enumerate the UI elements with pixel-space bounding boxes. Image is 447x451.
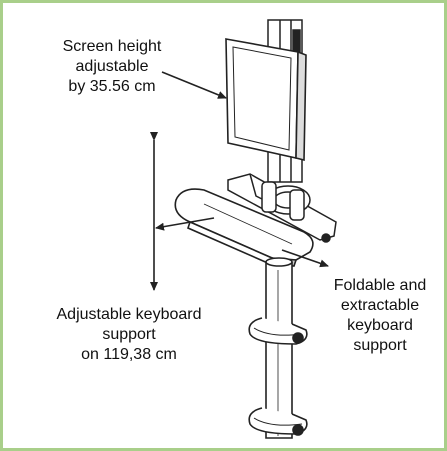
- foldable-arrow: [281, 249, 329, 268]
- screen-height-line-3: by 35.56 cm: [68, 78, 156, 95]
- foldable-line-2: extractable: [340, 297, 420, 314]
- foldable-line-3: keyboard: [347, 317, 413, 334]
- foldable-line-4: support: [353, 337, 407, 354]
- keyboard-support-line-2: support: [102, 326, 156, 343]
- screen-height-label: Screen height adjustable by 35.56 cm: [42, 37, 182, 97]
- keyboard-mount: [227, 173, 337, 243]
- foldable-support-label: Foldable and extractable keyboard suppor…: [318, 276, 442, 356]
- keyboard-support-line-1: Adjustable keyboard: [56, 306, 202, 323]
- screen-height-arrow: [161, 71, 227, 99]
- keyboard-support-line-3: on 119,38 cm: [81, 346, 177, 363]
- foldable-line-1: Foldable and: [333, 277, 427, 294]
- keyboard-support-label: Adjustable keyboard support on 119,38 cm: [14, 305, 244, 365]
- monitor: [225, 38, 307, 162]
- pole-clamp-lower: [248, 407, 308, 436]
- screen-height-line-2: adjustable: [75, 58, 149, 75]
- pole-clamp-upper: [248, 317, 308, 345]
- screen-height-line-1: Screen height: [62, 38, 162, 55]
- mast-lower: [265, 257, 293, 439]
- keyboard-tray-arrow: [155, 217, 215, 231]
